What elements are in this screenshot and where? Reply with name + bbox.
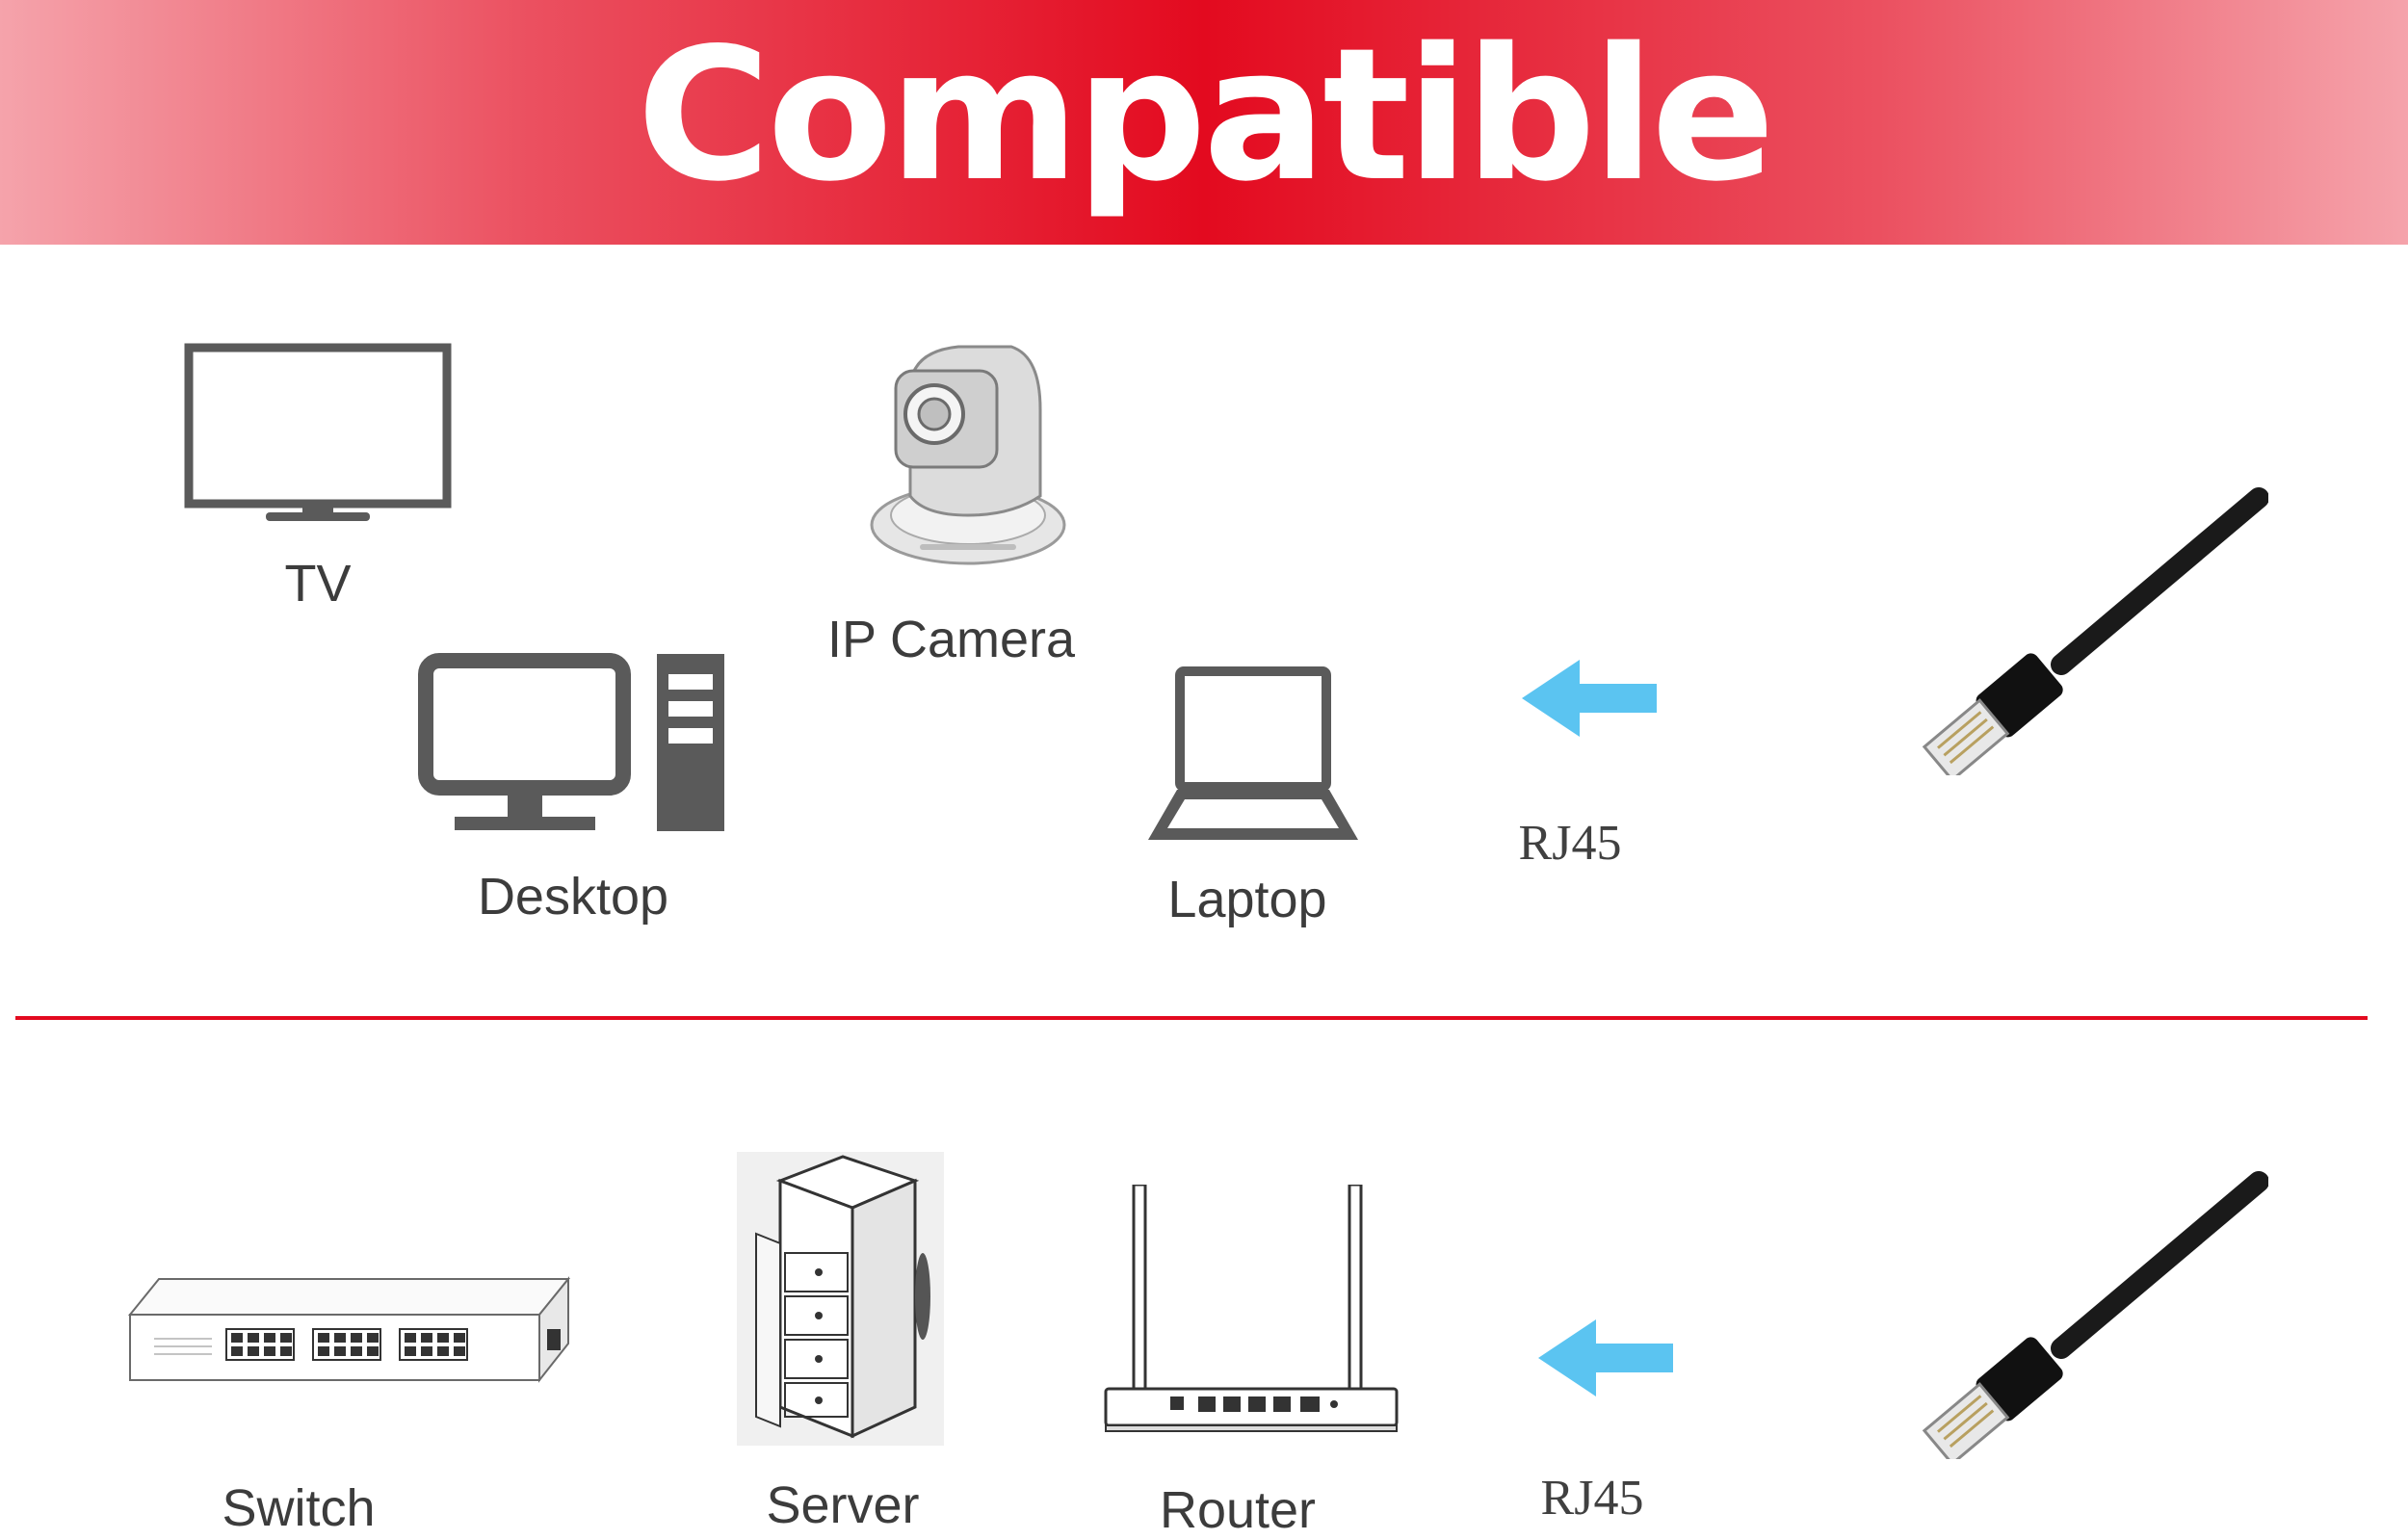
laptop-icon [1148, 666, 1358, 840]
tv-label: TV [284, 555, 352, 613]
ip-camera-icon [870, 345, 1066, 565]
router-icon [1104, 1185, 1399, 1432]
switch-icon [127, 1276, 571, 1383]
router-label: Router [1159, 1481, 1317, 1539]
rj45-label-bottom: RJ45 [1540, 1471, 1644, 1526]
rj45-cable-icon [1922, 487, 2268, 775]
rj45-label-top: RJ45 [1518, 816, 1622, 871]
rj45-cable-icon [1922, 1171, 2268, 1459]
ip-camera-label: IP Camera [826, 611, 1076, 668]
banner-title: Compatible [636, 9, 1775, 222]
switch-label: Switch [222, 1479, 376, 1537]
desktop-icon [418, 653, 724, 831]
server-label: Server [766, 1476, 920, 1534]
desktop-label: Desktop [477, 868, 669, 926]
arrow-left-icon [1538, 1319, 1673, 1396]
section-divider [15, 1016, 2368, 1020]
tv-icon [184, 343, 452, 521]
header-banner: Compatible [0, 0, 2408, 245]
laptop-label: Laptop [1167, 871, 1327, 928]
arrow-left-icon [1522, 660, 1657, 737]
server-icon [737, 1152, 944, 1446]
